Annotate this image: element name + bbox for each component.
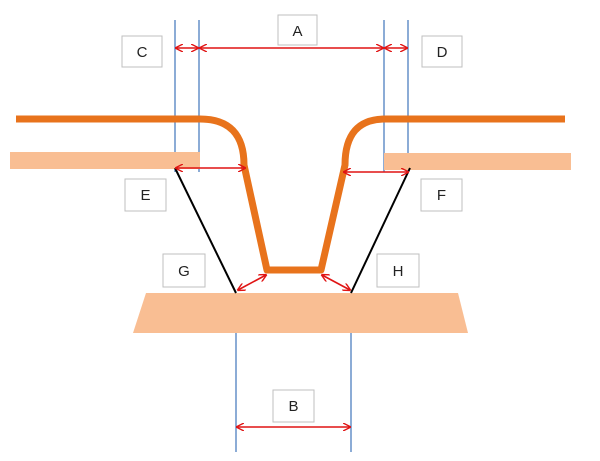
label-box-g: G (162, 253, 206, 288)
label-c: C (137, 44, 148, 61)
label-box-f: F (420, 178, 463, 212)
upper-layer-left (10, 152, 200, 169)
label-g: G (178, 263, 190, 280)
slope-line-left (174, 167, 237, 294)
base-layer (133, 293, 468, 333)
label-b: B (288, 398, 298, 415)
label-h: H (393, 263, 404, 280)
label-d: D (437, 44, 448, 61)
upper-layer-right (384, 153, 571, 170)
label-f: F (437, 187, 446, 204)
dimension-arrow-g (238, 275, 266, 290)
label-box-a: A (277, 14, 318, 46)
label-box-c: C (121, 35, 163, 68)
label-a: A (292, 23, 302, 40)
label-box-h: H (376, 253, 420, 288)
label-e: E (140, 187, 150, 204)
orange-profile (16, 115, 565, 274)
slope-line-right (350, 167, 411, 294)
label-box-b: B (272, 389, 315, 423)
dimension-arrow-h (322, 275, 350, 290)
label-box-d: D (421, 35, 463, 68)
label-box-e: E (124, 178, 167, 212)
